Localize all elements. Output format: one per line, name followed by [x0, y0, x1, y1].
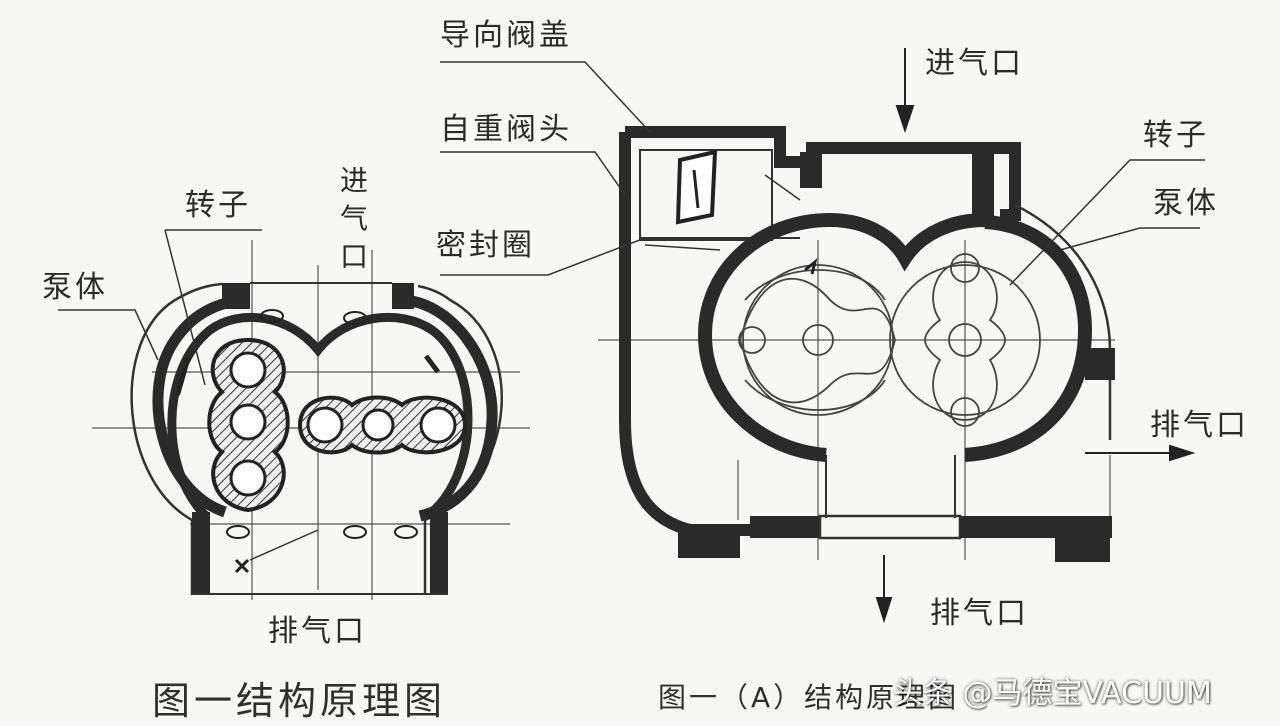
right-pump-body-label: 泵体 [1153, 186, 1219, 221]
right-valve-head [639, 149, 801, 251]
right-chamber-flange-left [800, 152, 822, 188]
right-rotation-arrow [804, 258, 818, 275]
right-rotor-label: 转子 [1143, 118, 1209, 153]
left-outlet-label: 排气口 [268, 614, 367, 649]
right-chamber-flange-right [972, 152, 994, 222]
left-inlet-flange-right [392, 283, 414, 309]
left-cross-mark [234, 558, 250, 574]
right-side-outlet-boss [1085, 348, 1115, 380]
right-figure [440, 48, 1205, 624]
left-inlet-flange-left [222, 283, 250, 309]
left-inlet-label: 进气口 [339, 164, 368, 273]
seal-ring-label: 密封圈 [436, 228, 535, 263]
right-caption: 图一（A）结构原理图 [658, 681, 960, 714]
right-center-lines [598, 240, 1115, 560]
right-chamber-wall [697, 212, 1093, 462]
left-caption: 图一结构原理图 [152, 679, 447, 723]
right-base [678, 455, 1112, 562]
watermark: 头条 @马德宝VACUUM [893, 676, 1212, 711]
left-rotor-horizontal [297, 395, 468, 455]
left-rotor-vertical [207, 337, 290, 513]
right-housing-outer-skin [1014, 203, 1112, 440]
guide-valve-cover-label: 导向阀盖 [440, 18, 572, 53]
right-leader-lines [440, 61, 1205, 286]
left-outlet-leg-right [430, 512, 448, 594]
left-rotation-arrow-right [424, 354, 440, 374]
right-rotors [738, 253, 1041, 427]
left-figure [58, 229, 530, 600]
left-rotor-label: 转子 [185, 188, 251, 223]
right-side-outlet-label: 排气口 [1150, 408, 1249, 443]
right-bottom-outlet-label: 排气口 [930, 596, 1029, 631]
left-rotation-arrow-left [176, 356, 192, 396]
left-port-ellipses [226, 309, 418, 539]
left-pump-body-label: 泵体 [42, 270, 108, 305]
left-outlet-leg-left [192, 512, 210, 594]
left-leader-lines [58, 229, 319, 561]
gravity-valve-head-label: 自重阀头 [440, 112, 572, 147]
right-inlet-label: 进气口 [925, 46, 1024, 81]
left-chamber-lobe-left [167, 313, 473, 519]
right-flow-arrows [875, 48, 1196, 624]
